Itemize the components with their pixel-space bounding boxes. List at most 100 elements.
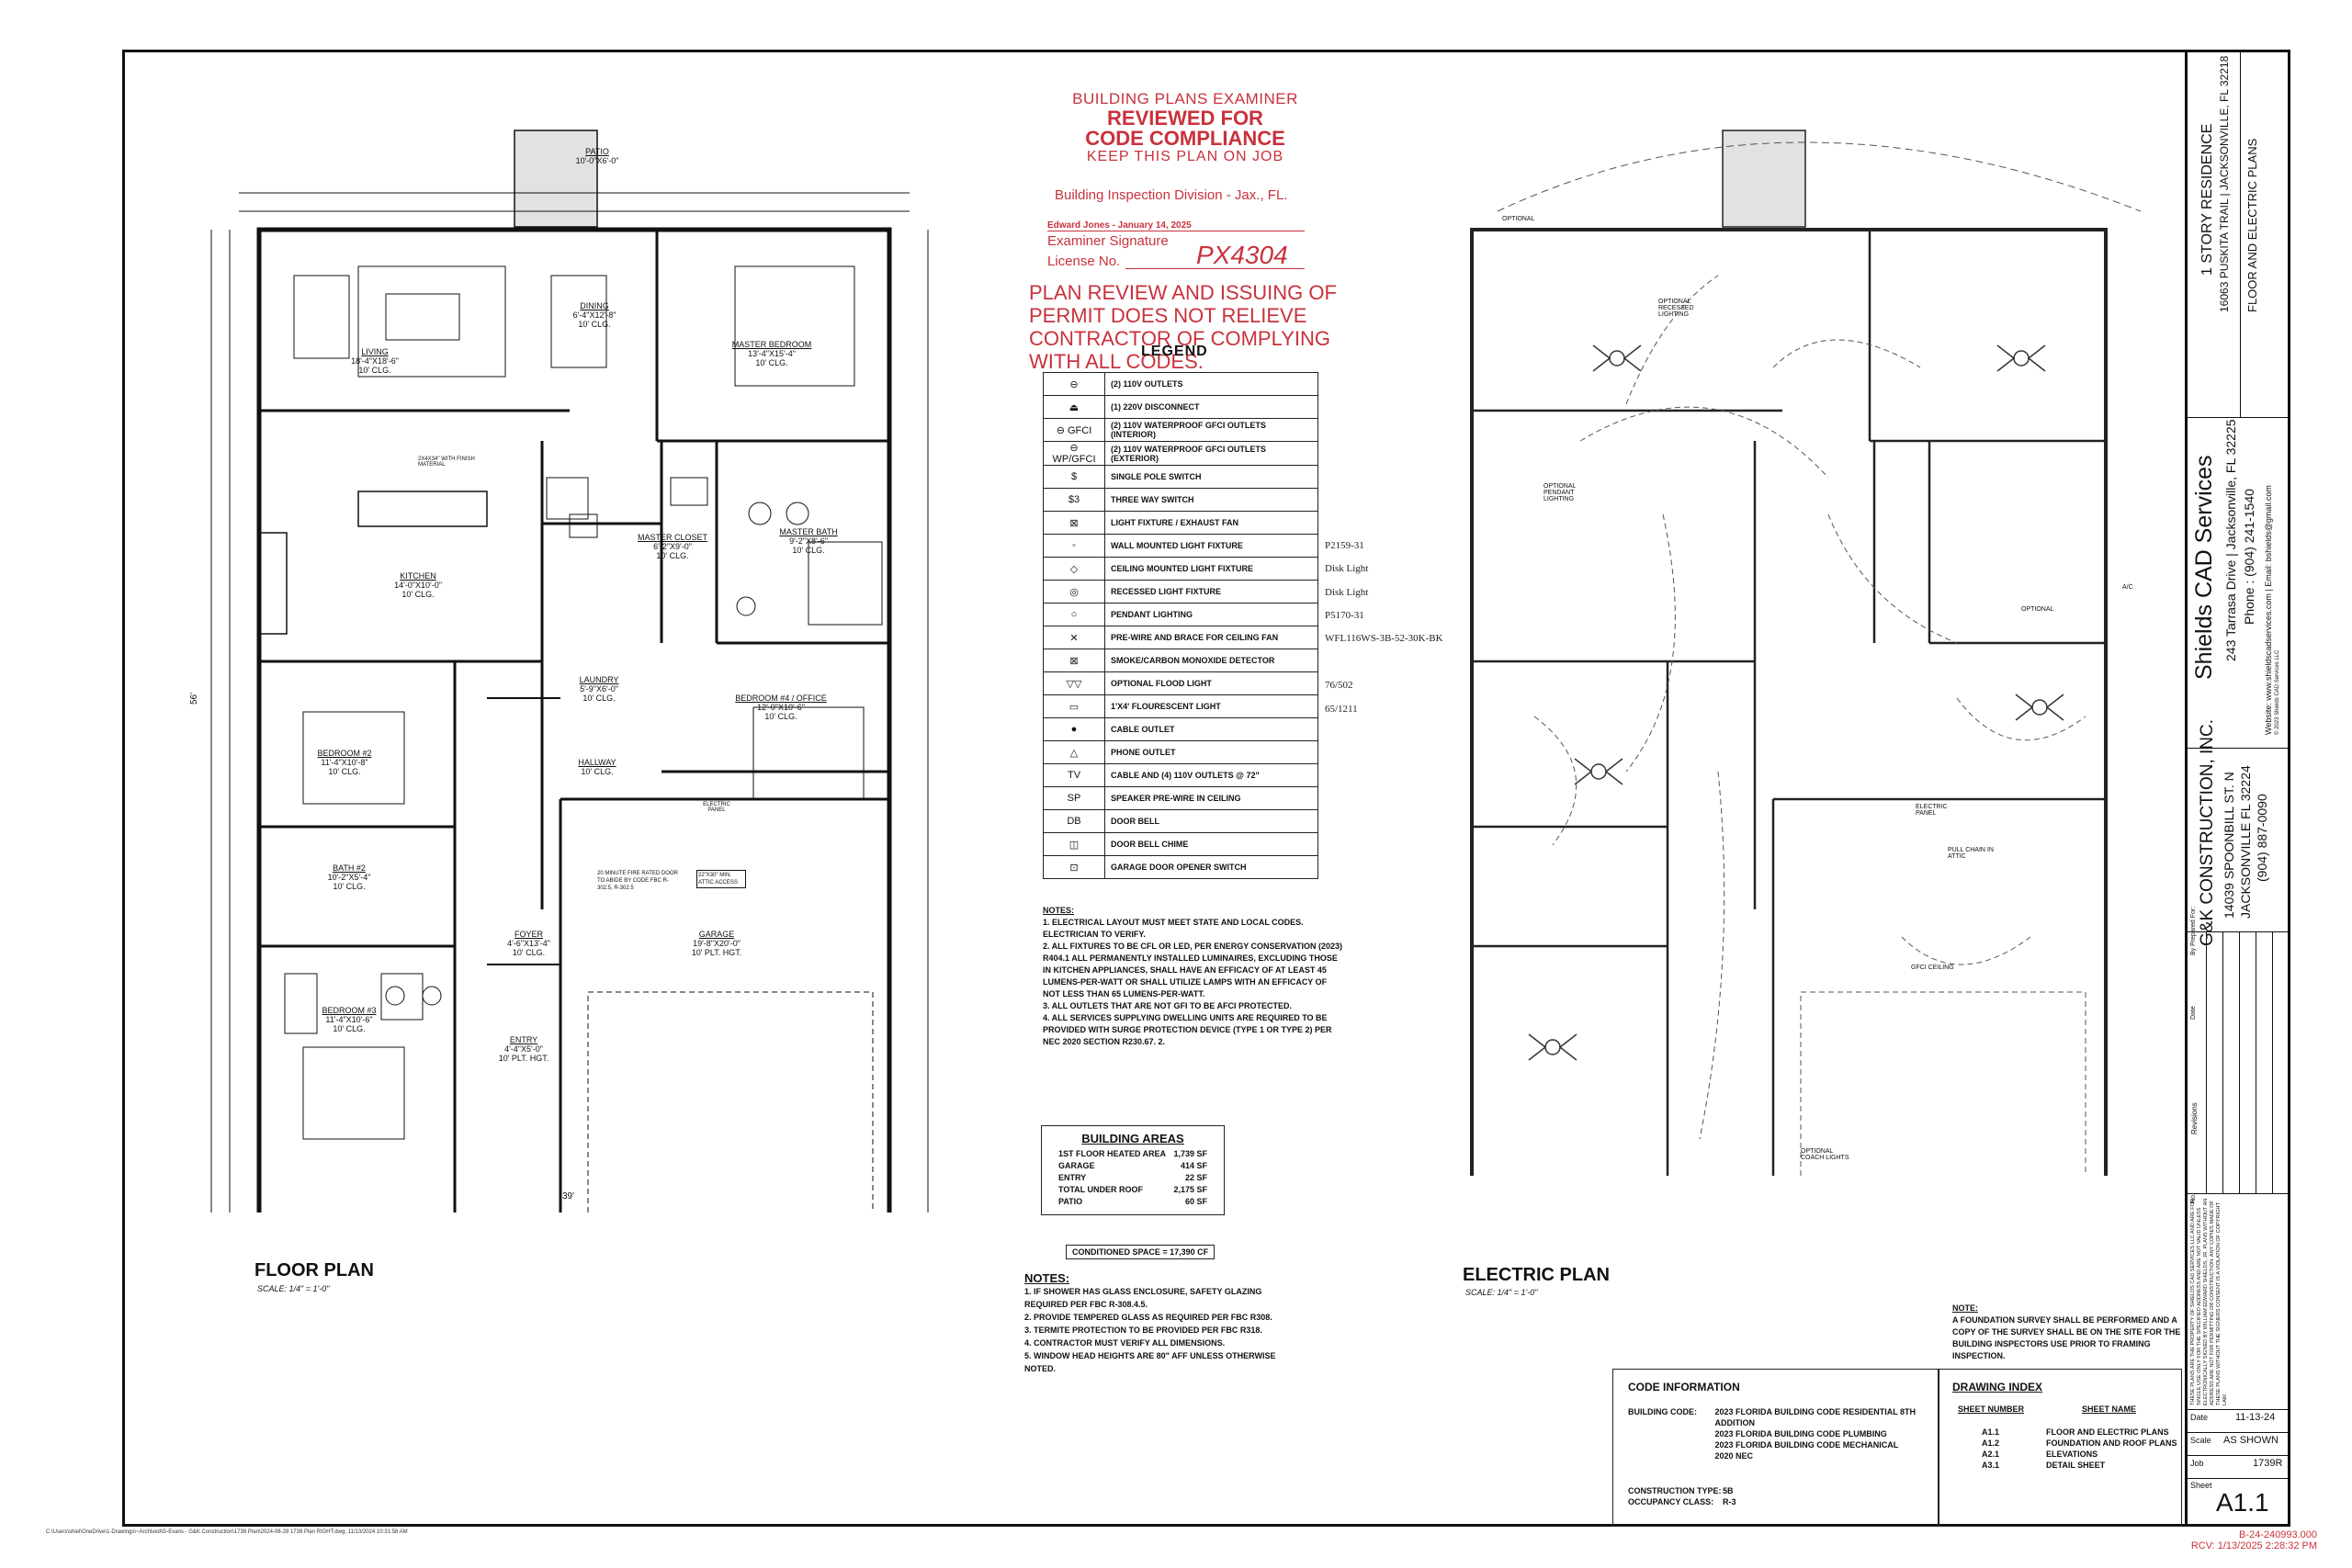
client-city: JACKSONVILLE FL 32224	[2238, 765, 2253, 919]
legend-fixture-note: WFL116WS-3B-52-30K-BK	[1325, 633, 1443, 645]
legend-row: ◫DOOR BELL CHIME	[1043, 832, 1318, 856]
legend-label: PHONE OUTLET	[1104, 740, 1318, 764]
legend-title: LEGEND	[1141, 344, 1208, 359]
electric-label: GFCI CEILING	[1911, 964, 1954, 971]
project-name: 1 STORY RESIDENCE	[2199, 123, 2215, 276]
legend-row: ▭1'X4' FLOURESCENT LIGHT	[1043, 694, 1318, 718]
overall-depth-dim: 56'	[189, 692, 200, 705]
signature-label: Examiner Signature	[1047, 233, 1169, 249]
legend-symbol-icon: DB	[1043, 809, 1105, 833]
electric-label: OPTIONAL PENDANT LIGHTING	[1544, 483, 1577, 502]
legend-symbol-icon: $	[1043, 465, 1105, 489]
legend-row: ⊖ GFCI(2) 110V WATERPROOF GFCI OUTLETS (…	[1043, 418, 1318, 442]
area-value: 2,175 SF	[1173, 1185, 1207, 1194]
room-clg: 10' CLG.	[582, 694, 616, 703]
code-row: CONSTRUCTION TYPE: 5B	[1628, 1485, 1938, 1496]
rev-col-date: Date	[2190, 1006, 2197, 1020]
sheet-name: DETAIL SHEET	[2046, 1461, 2106, 1470]
legend-symbol-icon: ◎	[1043, 580, 1105, 604]
permit-number: B-24-240993.000	[2238, 1529, 2317, 1540]
room-name: LIVING	[361, 347, 389, 356]
legend-label: OPTIONAL FLOOD LIGHT	[1104, 671, 1318, 695]
company-web: Website: www.shieldscadservices.com | Em…	[2264, 485, 2273, 735]
area-value: 1,739 SF	[1173, 1149, 1207, 1158]
legend-label: (2) 110V OUTLETS	[1104, 372, 1318, 396]
room-label-kitchen: KITCHEN 14'-0"X10'-0" 10' CLG.	[386, 571, 450, 599]
sheet-number: A2.1	[1982, 1450, 2000, 1459]
building-areas-title: BUILDING AREAS	[1081, 1132, 1184, 1145]
code-key: CONSTRUCTION TYPE:	[1628, 1486, 1722, 1495]
legend-row: ⊡GARAGE DOOR OPENER SWITCH	[1043, 855, 1318, 879]
legend-label: DOOR BELL	[1104, 809, 1318, 833]
room-label-dining: DINING 6'-4"X12'-8" 10' CLG.	[562, 301, 627, 329]
legend-label: CEILING MOUNTED LIGHT FIXTURE	[1104, 557, 1318, 581]
room-label-master-closet: MASTER CLOSET 6'-2"X9'-0" 10' CLG.	[636, 533, 709, 560]
room-clg: 10' CLG.	[328, 767, 361, 776]
col-sheet-number: SHEET NUMBER	[1958, 1404, 2025, 1414]
electric-plan-title: ELECTRIC PLAN	[1463, 1265, 1610, 1285]
electric-label: ELECTRIC PANEL	[1916, 804, 1948, 817]
code-row: BUILDING CODE: 2023 FLORIDA BUILDING COD…	[1628, 1406, 1938, 1461]
tb-scale-label: Scale	[2190, 1436, 2211, 1445]
electric-panel-label: ELECTRIC PANEL	[703, 802, 730, 813]
room-dims: 4'-6"X13'-4"	[507, 939, 550, 948]
legend-row: ◇CEILING MOUNTED LIGHT FIXTURE	[1043, 557, 1318, 581]
sheet-number: A1.2	[1982, 1438, 2000, 1448]
electric-label: PULL CHAIN IN ATTIC	[1948, 847, 1994, 860]
sheet-title: FLOOR AND ELECTRIC PLANS	[2245, 138, 2259, 312]
tb-sheet: A1.1	[2216, 1488, 2269, 1517]
stamp-line3: CODE COMPLIANCE	[1085, 127, 1285, 150]
room-name: MASTER CLOSET	[637, 533, 707, 542]
code-value: R-3	[1723, 1497, 1736, 1506]
legend-symbol-icon: ⊠	[1043, 511, 1105, 535]
room-dims: 9'-2"X8'-6"	[789, 536, 828, 546]
room-label-patio: PATIO 10'-0"X6'-0"	[570, 147, 625, 165]
client-name: G&K CONSTRUCTION, INC.	[2198, 718, 2217, 946]
company-phone: Phone : (904) 241-1540	[2242, 489, 2256, 625]
room-clg: 10' CLG.	[512, 948, 546, 957]
floor-plan-scale: SCALE: 1/4" = 1'-0"	[257, 1284, 330, 1293]
sheet-name: ELEVATIONS	[2046, 1450, 2098, 1459]
company-address: 243 Tarrasa Drive | Jacksonville, FL 322…	[2223, 419, 2238, 661]
file-path: C:\Users\shiel\OneDrive\1-Drawings\~Arch…	[46, 1529, 408, 1535]
code-key: BUILDING CODE:	[1628, 1407, 1697, 1416]
code-key: OCCUPANCY CLASS:	[1628, 1497, 1714, 1506]
legend-label: SPEAKER PRE-WIRE IN CEILING	[1104, 786, 1318, 810]
room-dims: 11'-4"X10'-8"	[321, 758, 368, 767]
tb-job: 1739R	[2253, 1458, 2283, 1469]
room-label-laundry: LAUNDRY 5'-9"X6'-0" 10' CLG.	[571, 675, 627, 703]
code-information-box: CODE INFORMATION BUILDING CODE: 2023 FLO…	[1612, 1369, 1939, 1527]
fire-door-note: 20 MINUTE FIRE RATED DOOR TO ABIDE BY CO…	[597, 871, 678, 891]
tb-divider	[2188, 1193, 2290, 1194]
legend-symbol-icon: ▭	[1043, 694, 1105, 718]
drawing-index-header: SHEET NUMBER SHEET NAME	[1958, 1404, 2181, 1414]
legend-label: (1) 220V DISCONNECT	[1104, 395, 1318, 419]
room-dims: 4'-4"X5'-0"	[504, 1044, 543, 1054]
legend-symbol-icon: ◫	[1043, 832, 1105, 856]
room-clg: 10' PLT. HGT.	[498, 1054, 549, 1063]
tb-job-label: Job	[2190, 1459, 2204, 1468]
electric-label: OPTIONAL	[2021, 606, 2054, 613]
room-clg: 10' CLG.	[401, 590, 435, 599]
legend-symbol-icon: ⏏	[1043, 395, 1105, 419]
room-dims: 5'-9"X6'-0"	[580, 684, 618, 694]
room-name: GARAGE	[698, 930, 735, 939]
legend-symbol-icon: ◦	[1043, 534, 1105, 558]
outer-wall	[256, 227, 892, 1213]
legend-row: ◦WALL MOUNTED LIGHT FIXTURE	[1043, 534, 1318, 558]
room-clg: 10' CLG.	[333, 882, 366, 891]
floor-plan-title: FLOOR PLAN	[254, 1260, 374, 1280]
electric-label: OPTIONAL	[1502, 216, 1535, 222]
legend-label: DOOR BELL CHIME	[1104, 832, 1318, 856]
legend-label: SINGLE POLE SWITCH	[1104, 465, 1318, 489]
room-label-bath-2: BATH #2 10'-2"X5'-4" 10' CLG.	[322, 863, 377, 891]
foundation-note-text: A FOUNDATION SURVEY SHALL BE PERFORMED A…	[1952, 1315, 2181, 1360]
room-name: BEDROOM #4 / OFFICE	[735, 694, 827, 703]
area-label: TOTAL UNDER ROOF	[1058, 1185, 1143, 1194]
drawing-index-row: A2.1 ELEVATIONS	[1939, 1449, 2181, 1460]
code-values: 2023 FLORIDA BUILDING CODE RESIDENTIAL 8…	[1715, 1406, 1938, 1461]
code-value: 2023 FLORIDA BUILDING CODE PLUMBING	[1714, 1429, 1887, 1438]
legend-row: ◎RECESSED LIGHT FIXTURE	[1043, 580, 1318, 604]
